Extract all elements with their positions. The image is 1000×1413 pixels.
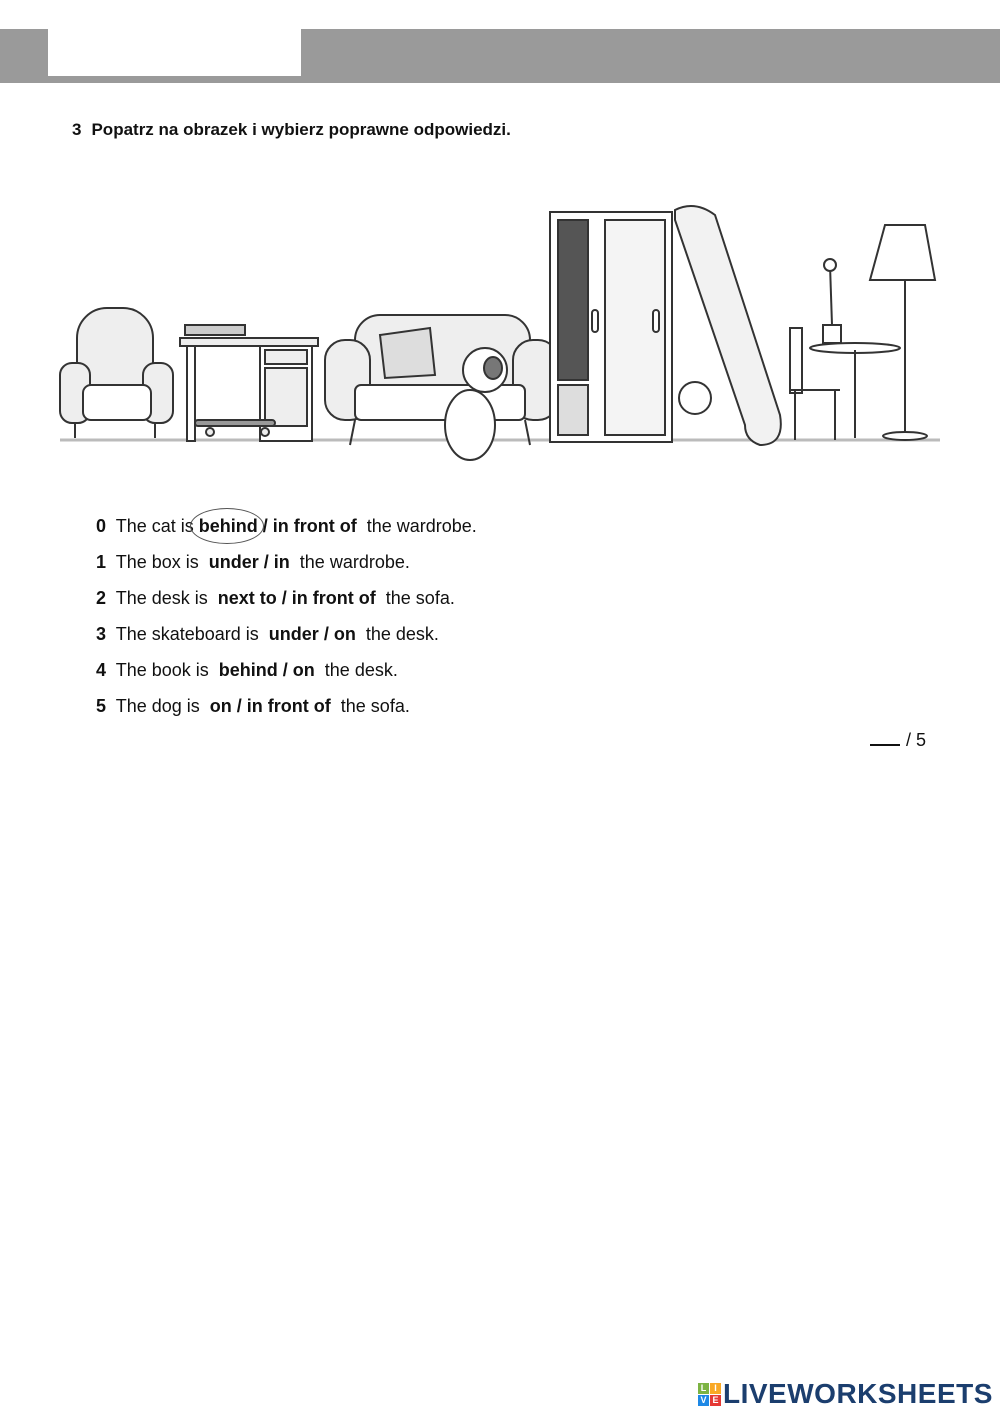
item-text: The skateboard is — [115, 624, 264, 644]
option-b[interactable]: on — [333, 624, 356, 644]
question-item-4: 4 The book is behind / on the desk. — [96, 658, 477, 694]
logo-icon: L I V E — [698, 1382, 721, 1406]
cat-image — [678, 381, 712, 415]
armchair-image — [59, 307, 174, 438]
score-total: / 5 — [906, 730, 927, 750]
header-name-box — [48, 29, 301, 76]
item-text: The cat is — [115, 516, 199, 536]
wardrobe-image — [549, 211, 673, 443]
option-separator: / — [276, 588, 292, 608]
question-item-0: 0 The cat is behind / in front of the wa… — [96, 508, 477, 550]
item-number: 4 — [96, 660, 107, 680]
option-separator: / — [257, 516, 273, 536]
question-item-2: 2 The desk is next to / in front of the … — [96, 586, 477, 622]
option-b[interactable]: in front of — [291, 588, 376, 608]
question-item-3: 3 The skateboard is under / on the desk. — [96, 622, 477, 658]
question-list: 0 The cat is behind / in front of the wa… — [96, 508, 477, 730]
chair-and-table-image — [789, 258, 901, 440]
item-number: 5 — [96, 696, 107, 716]
option-b[interactable]: in front of — [272, 516, 357, 536]
option-a[interactable]: behind — [218, 660, 278, 680]
floor-lamp-image — [868, 224, 937, 441]
logo-text: LIVEWORKSHEETS — [723, 1378, 993, 1409]
option-a[interactable]: on — [209, 696, 232, 716]
item-text: The book is — [115, 660, 214, 680]
item-text: The box is — [115, 552, 204, 572]
option-a[interactable]: next to — [217, 588, 277, 608]
item-number: 2 — [96, 588, 107, 608]
option-a[interactable]: under — [208, 552, 259, 572]
desk-image — [179, 324, 319, 442]
dog-image — [444, 347, 508, 461]
rug-image — [674, 205, 782, 447]
option-b[interactable]: in front of — [246, 696, 331, 716]
option-b[interactable]: in — [273, 552, 290, 572]
score-blank — [870, 744, 900, 746]
question-item-5: 5 The dog is on / in front of the sofa. — [96, 694, 477, 730]
item-text: The desk is — [115, 588, 213, 608]
item-text-end: the wardrobe. — [356, 516, 477, 536]
exercise-instruction: Popatrz na obrazek i wybierz poprawne od… — [91, 120, 511, 139]
option-separator: / — [277, 660, 293, 680]
score-box: / 5 — [870, 730, 926, 751]
item-text-end: the sofa. — [375, 588, 455, 608]
item-text-end: the desk. — [355, 624, 439, 644]
option-a[interactable]: under — [268, 624, 319, 644]
option-separator: / — [258, 552, 274, 572]
exercise-heading: 3 Popatrz na obrazek i wybierz poprawne o… — [72, 120, 511, 140]
option-a-circled[interactable]: behind — [189, 508, 264, 544]
liveworksheets-logo: L I V E LIVEWORKSHEETS — [698, 1378, 993, 1410]
furniture-illustration — [59, 205, 940, 461]
item-text-end: the wardrobe. — [289, 552, 410, 572]
item-number: 1 — [96, 552, 107, 572]
option-separator: / — [231, 696, 247, 716]
option-separator: / — [318, 624, 334, 644]
question-item-1: 1 The box is under / in the wardrobe. — [96, 550, 477, 586]
sofa-image — [324, 314, 559, 446]
option-b[interactable]: on — [292, 660, 315, 680]
item-number: 0 — [96, 516, 107, 536]
item-text-end: the desk. — [314, 660, 398, 680]
exercise-number: 3 — [72, 120, 82, 139]
item-text-end: the sofa. — [330, 696, 410, 716]
item-number: 3 — [96, 624, 107, 644]
item-text: The dog is — [115, 696, 205, 716]
